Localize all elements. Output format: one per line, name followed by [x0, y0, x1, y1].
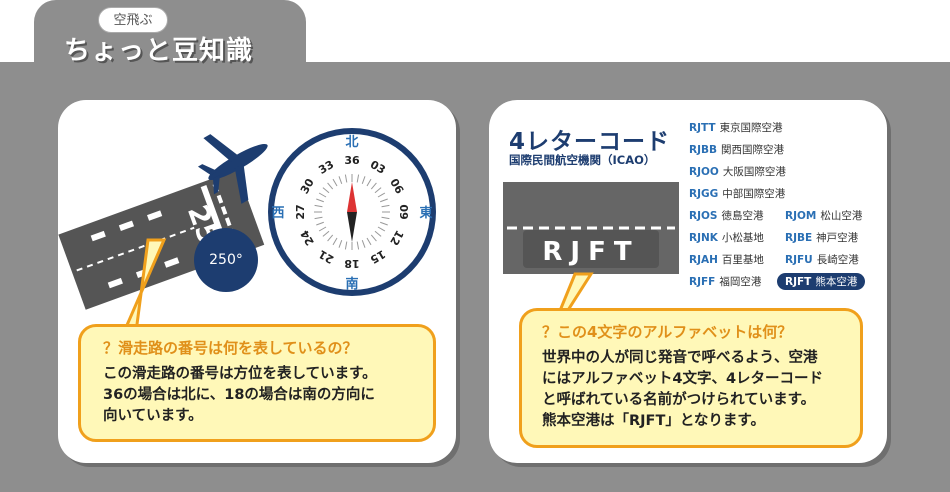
- compass-tick-mark: [332, 178, 338, 187]
- compass-tick-mark: [338, 240, 343, 248]
- runway-answer-line: この滑走路の番号は方位を表しています。: [103, 366, 377, 382]
- letter-code-callout: ？この4文字のアルファベットは何？ 世界中の人が同じ発音で呼べるよう、空港 には…: [519, 308, 863, 448]
- letter-code-question: ？この4文字のアルファベットは何？: [542, 323, 793, 341]
- letter-code-answer-line: 熊本空港は「RJFT」となります。: [542, 413, 765, 429]
- compass-tick-mark: [377, 192, 386, 198]
- compass-tick-mark: [316, 198, 324, 203]
- compass-tick-label: 36: [344, 154, 360, 167]
- runway-sign-illustration: RJFT: [503, 182, 679, 318]
- compass-tick-mark: [356, 241, 360, 250]
- letter-code-answer-line: と呼ばれている名前がつけられています。: [542, 392, 816, 408]
- compass-tick-mark: [322, 187, 330, 194]
- header-title: ちょっと豆知識: [64, 36, 254, 66]
- runway-answer: この滑走路の番号は方位を表しています。 36の場合は北に、18の場合は南の方向に…: [103, 364, 411, 427]
- compass-north-label: 北: [345, 135, 358, 150]
- compass-tick-mark: [318, 226, 327, 232]
- compass-tick-mark: [316, 221, 324, 226]
- sign-code: RJFT: [542, 237, 639, 267]
- compass-tick-mark: [344, 174, 348, 183]
- compass-needle-south: [347, 212, 357, 242]
- compass-tick-mark: [377, 226, 386, 232]
- compass-tick-mark: [327, 182, 334, 190]
- compass-tick-mark: [338, 176, 343, 184]
- compass-tick-mark: [361, 176, 366, 184]
- compass-tick-mark: [381, 204, 390, 208]
- runway-callout: ？滑走路の番号は何を表しているの？ この滑走路の番号は方位を表しています。 36…: [78, 324, 436, 442]
- compass-tick-mark: [361, 240, 366, 248]
- compass-tick-mark: [356, 174, 360, 183]
- compass-tick-mark: [314, 216, 323, 220]
- compass-south-label: 南: [345, 276, 358, 292]
- compass-tick-label: 27: [294, 204, 307, 219]
- heading-badge: 250°: [194, 228, 258, 292]
- letter-code-answer-line: にはアルファベット4文字、4レターコード: [542, 371, 824, 387]
- compass-tick-mark: [322, 230, 330, 237]
- compass-tick-mark: [374, 230, 382, 237]
- compass-tick-mark: [381, 216, 390, 220]
- compass-tick-mark: [344, 241, 348, 250]
- compass-east-label: 東: [419, 205, 432, 221]
- compass-tick-mark: [318, 192, 327, 198]
- letter-code-subtitle: 国際民間航空機関（ICAO）: [509, 153, 656, 167]
- compass-tick-mark: [327, 234, 334, 242]
- compass-tick-label: 18: [344, 257, 359, 270]
- compass-tick-mark: [314, 204, 323, 208]
- compass-tick-mark: [380, 221, 388, 226]
- header-tab: [34, 0, 306, 62]
- compass-tick-mark: [370, 234, 377, 242]
- compass-tick-mark: [374, 187, 382, 194]
- runway-answer-line: 向いています。: [103, 408, 203, 424]
- letter-code-answer: 世界中の人が同じ発音で呼べるよう、空港 にはアルファベット4文字、4レターコード…: [542, 348, 840, 432]
- compass-tick-mark: [332, 237, 338, 246]
- airplane-icon: [197, 134, 268, 204]
- runway-question: ？滑走路の番号は何を表しているの？: [103, 339, 358, 357]
- header-small-label: 空飛ぶ: [98, 7, 168, 33]
- runway-answer-line: 36の場合は北に、18の場合は南の方向に: [103, 387, 375, 403]
- letter-code-title: 4レターコード: [509, 129, 671, 155]
- compass-west-label: 西: [271, 206, 284, 221]
- compass-tick-mark: [366, 237, 372, 246]
- compass-tick-label: 09: [397, 204, 410, 219]
- compass-tick-mark: [370, 182, 377, 190]
- compass-tick-mark: [380, 198, 388, 203]
- callout-pointer: [123, 238, 167, 330]
- compass-tick-mark: [366, 178, 372, 187]
- compass-needle-north: [347, 182, 357, 212]
- letter-code-answer-line: 世界中の人が同じ発音で呼べるよう、空港: [542, 350, 818, 366]
